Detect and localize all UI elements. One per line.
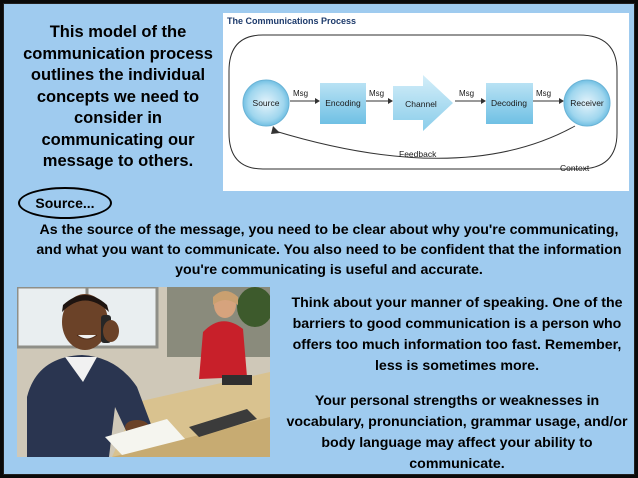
msg-label-1: Msg — [293, 89, 308, 98]
communication-process-diagram: Source Msg Encoding Msg Channel Msg Deco… — [223, 13, 629, 191]
source-description: As the source of the message, you need t… — [36, 222, 622, 278]
office-photo-graphic — [17, 287, 270, 457]
msg-label-2: Msg — [369, 89, 384, 98]
office-photo — [17, 287, 270, 457]
intro-text: This model of the communication process … — [23, 23, 213, 170]
channel-node — [393, 75, 453, 131]
msg-label-4: Msg — [536, 89, 551, 98]
receiver-node — [563, 79, 611, 127]
feedback-label: Feedback — [399, 149, 437, 159]
receiver-node-label: Receiver — [570, 98, 604, 108]
context-frame — [228, 34, 618, 170]
diagram-graphic: Source Msg Encoding Msg Channel Msg Deco… — [228, 34, 618, 173]
decoding-node — [486, 83, 533, 124]
encoding-node-label: Encoding — [325, 98, 361, 108]
source-node — [242, 79, 290, 127]
msg-label-3: Msg — [459, 89, 474, 98]
personal-strengths-paragraph: Your personal strengths or weaknesses in… — [286, 393, 628, 472]
source-label: Source... — [18, 187, 112, 219]
speaking-manner-paragraph: Think about your manner of speaking. One… — [291, 295, 623, 374]
context-label: Context — [560, 163, 590, 173]
feedback-arrow — [274, 125, 576, 159]
diagram-title: The Communications Process — [227, 16, 357, 26]
decoding-node-label: Decoding — [491, 98, 527, 108]
encoding-node — [320, 83, 366, 124]
slide: This model of the communication process … — [3, 3, 635, 475]
channel-node-label: Channel — [405, 99, 437, 109]
source-node-label: Source — [253, 98, 280, 108]
